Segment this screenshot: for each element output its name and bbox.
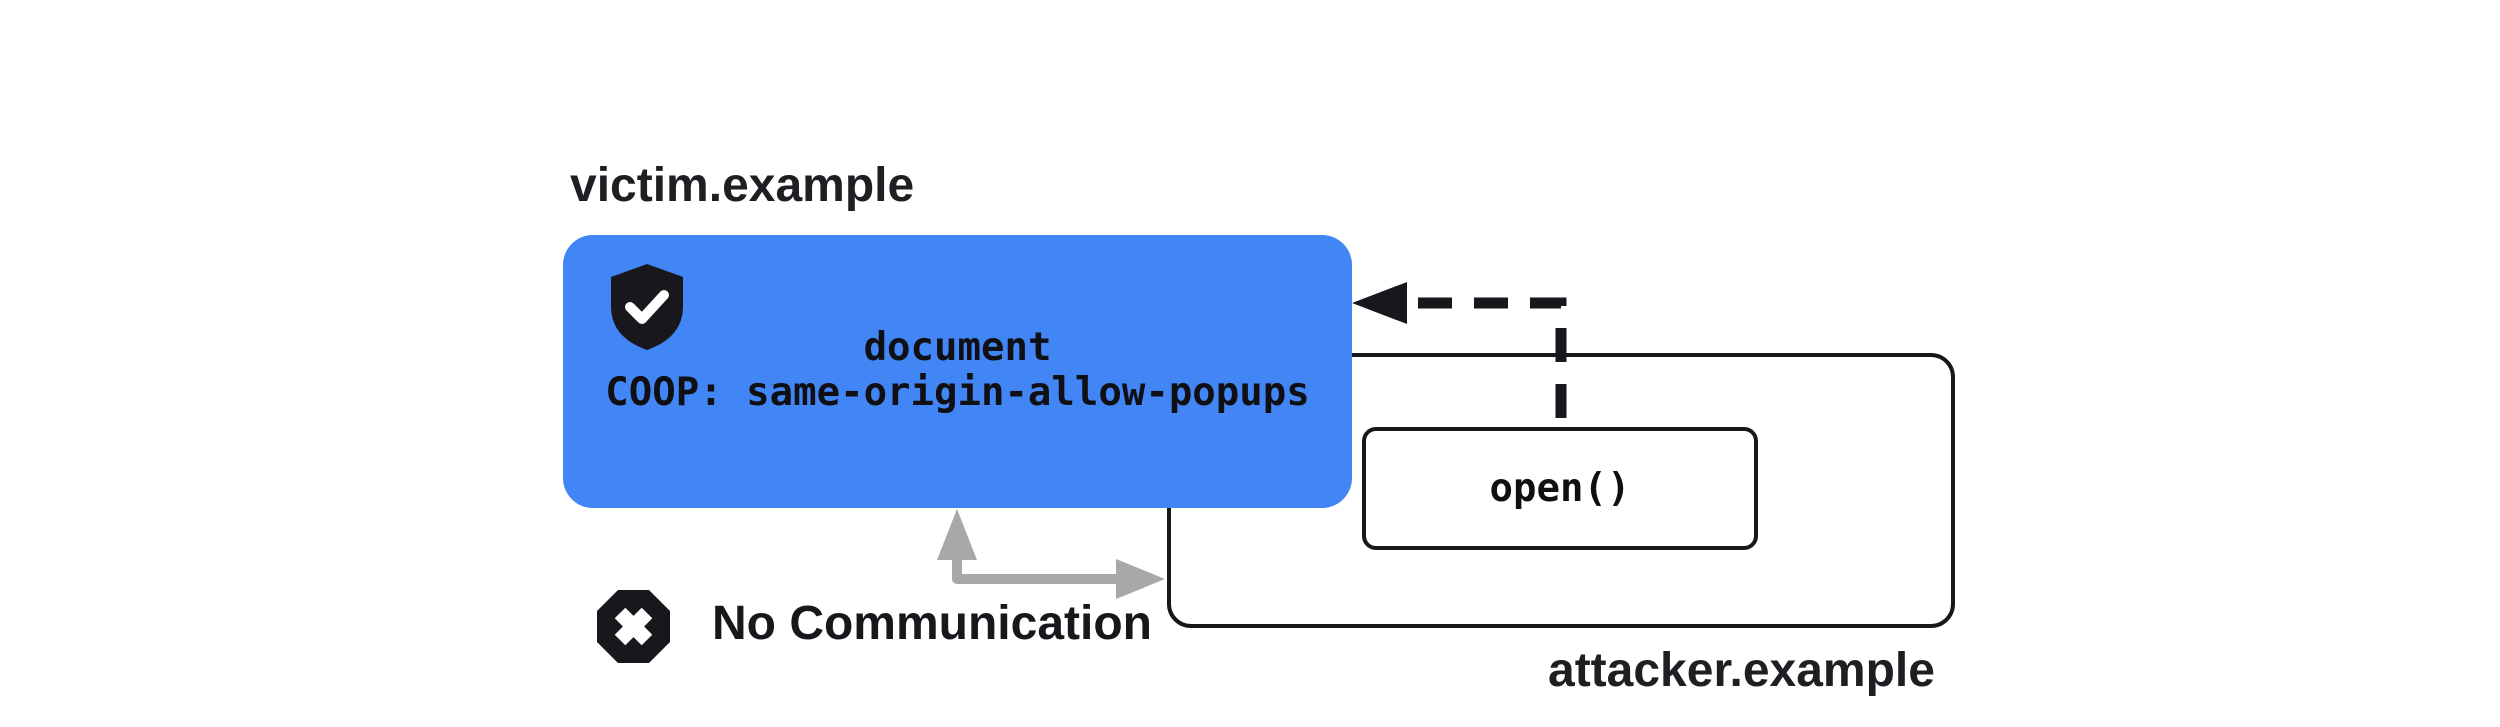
victim-document-box: document COOP: same-origin-allow-popups [563, 235, 1352, 508]
check-mark [625, 290, 669, 324]
document-title: document [863, 325, 1052, 370]
shield-check-icon [611, 264, 683, 350]
gray-arrow-line [952, 555, 1120, 584]
gray-elbow-arrow [937, 509, 1165, 599]
victim-domain-label: victim.example [570, 159, 915, 212]
x-mark [614, 607, 653, 646]
gray-arrow-head-right [1116, 559, 1165, 599]
open-call-label: open() [1489, 466, 1631, 511]
no-communication-label: No Communication [712, 597, 1152, 650]
gray-arrow-head-up [937, 509, 977, 560]
attacker-domain-label: attacker.example [1548, 644, 1935, 697]
dashed-arrow-head-left [1352, 282, 1407, 324]
open-call-box: open() [1362, 427, 1758, 550]
coop-header-value: COOP: same-origin-allow-popups [605, 370, 1310, 415]
victim-document-text: document COOP: same-origin-allow-popups [563, 325, 1352, 415]
octagon-x-icon [597, 590, 670, 663]
